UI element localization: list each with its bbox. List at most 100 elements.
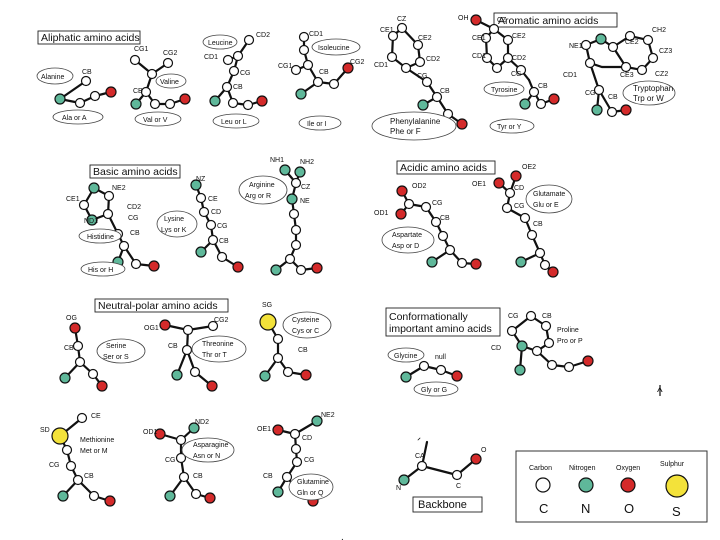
carbon-atom — [88, 490, 100, 502]
leucine-code: Leu or L — [221, 119, 247, 126]
carbon-atom — [535, 98, 547, 110]
atom-label: CZ2 — [655, 71, 668, 78]
atom-label: CG — [432, 200, 443, 207]
oxygen-atom — [69, 322, 81, 334]
carbon-atom — [178, 471, 190, 483]
atom-label: OE1 — [257, 426, 271, 433]
nitrogen-atom — [57, 490, 69, 502]
arginine-name: Arginine — [249, 182, 275, 189]
oxygen-atom — [256, 95, 268, 107]
atom-label: CE2 — [625, 39, 639, 46]
legend-carbon-swatch — [535, 477, 551, 493]
carbon-atom — [416, 460, 428, 472]
atom-label: CD1 — [563, 72, 577, 79]
atom-label: CG — [165, 457, 176, 464]
atom-label: SG — [262, 302, 272, 309]
oxygen-atom — [204, 492, 216, 504]
carbon-atom — [647, 52, 659, 64]
atom-label: CG — [417, 73, 428, 80]
atom-label: CD — [302, 435, 312, 442]
atom-label: CG — [217, 223, 228, 230]
atom-label: CD1 — [472, 53, 486, 60]
atom-label: CD2 — [426, 56, 440, 63]
carbon-atom — [198, 206, 210, 218]
atom-label: CG — [585, 90, 596, 97]
carbon-atom — [396, 22, 408, 34]
aromatic-title: Aromatic amino acids — [498, 15, 598, 27]
nitrogen-atom — [59, 372, 71, 384]
carbon-atom — [290, 443, 302, 455]
atom-label: N — [396, 485, 401, 492]
methionine-molecule: CE SD CG CB Methionine Met or M — [40, 412, 116, 507]
oxygen-atom — [105, 86, 117, 98]
carbon-atom — [502, 52, 514, 64]
alanine-molecule: CB Alanine Ala or A — [36, 67, 117, 125]
carbon-atom — [528, 86, 540, 98]
carbon-atom — [189, 366, 201, 378]
atom-label: CB — [538, 83, 548, 90]
atom-label: CE2 — [418, 35, 432, 42]
histidine-name: Histidine — [87, 234, 114, 241]
carbon-atom — [227, 97, 239, 109]
oxygen-atom — [179, 93, 191, 105]
valine-molecule: CG1 CG2 CB Valine Val or V — [129, 46, 191, 127]
lysine-name: Lysine — [164, 216, 184, 223]
atom-label: NE1 — [569, 43, 583, 50]
oxygen-atom — [451, 370, 463, 382]
atom-label: OG1 — [144, 325, 159, 332]
carbon-atom — [540, 320, 552, 332]
atom-label: C — [456, 483, 461, 490]
carbon-atom — [89, 90, 101, 102]
nitrogen-atom — [519, 98, 531, 110]
isoleucine-code: Ile or I — [307, 121, 327, 128]
carbon-atom — [606, 106, 618, 118]
atom-label: OE1 — [472, 181, 486, 188]
carbon-atom — [72, 474, 84, 486]
carbon-atom — [403, 198, 415, 210]
carbon-atom — [182, 324, 194, 336]
nitrogen-atom — [272, 486, 284, 498]
histidine-code: His or H — [88, 267, 113, 274]
carbon-atom — [506, 325, 518, 337]
oxygen-atom — [232, 261, 244, 273]
oxygen-atom — [342, 62, 354, 74]
oxygen-atom — [548, 93, 560, 105]
carbon-atom — [243, 34, 255, 46]
atom-label: OE2 — [522, 164, 536, 171]
atom-label: CZ — [497, 17, 507, 24]
nitrogen-atom — [515, 256, 527, 268]
carbon-atom — [420, 201, 432, 213]
atom-label: NE — [300, 198, 310, 205]
nitrogen-atom — [514, 364, 526, 376]
carbon-atom — [418, 360, 430, 372]
phenylalanine-code: Phe or F — [390, 127, 421, 136]
threonine-code: Thr or T — [202, 352, 227, 359]
nitrogen-atom — [259, 370, 271, 382]
sulphur-atom — [259, 313, 277, 331]
nitrogen-atom — [270, 264, 282, 276]
cysteine-name: Cysteine — [292, 317, 319, 324]
tyrosine-molecule: OH CZ CE2 CE1 CD1 CD2 CG CB Tyrosine Tyr… — [458, 14, 560, 134]
lysine-molecule: NZ CE CD CG CB Lysine Lys or K — [156, 176, 244, 273]
atom-label: CB — [84, 473, 94, 480]
atom-label: CB — [133, 88, 143, 95]
legend-carbon-label: Carbon — [529, 465, 552, 472]
carbon-atom — [515, 64, 527, 76]
alanine-code: Ala or A — [62, 115, 87, 122]
legend-sulphur-swatch — [665, 474, 689, 498]
oxygen-atom — [311, 262, 323, 274]
carbon-atom — [421, 76, 433, 88]
legend-nitrogen-label: Nitrogen — [569, 465, 596, 472]
atom-label: CB — [193, 473, 203, 480]
sulphur-atom — [51, 427, 69, 445]
nitrogen-atom — [188, 422, 200, 434]
tyrosine-code: Tyr or Y — [497, 124, 522, 131]
atom-label: CG — [240, 70, 251, 77]
atom-label: CD2 — [512, 55, 526, 62]
oxygen-atom — [395, 208, 407, 220]
atom-label: CB — [542, 313, 552, 320]
carbon-atom — [531, 345, 543, 357]
acidic-title: Acidic amino acids — [400, 162, 487, 174]
nitrogen-atom — [130, 98, 142, 110]
atom-label: CE — [91, 413, 101, 420]
